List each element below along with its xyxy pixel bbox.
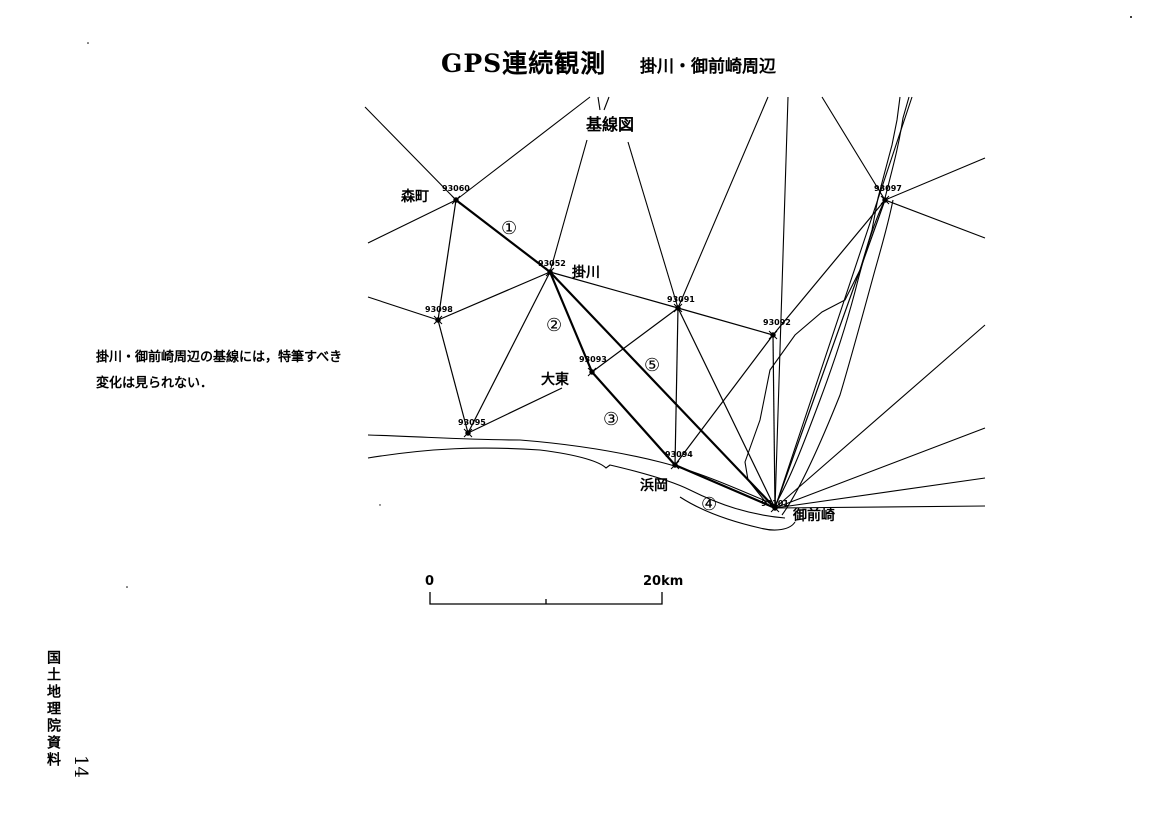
station-id: 93093: [579, 355, 607, 364]
station-id: 93052: [538, 259, 566, 268]
baseline-number: ⑤: [644, 355, 660, 376]
baseline-lines: [437, 199, 886, 509]
note-line: 掛川・御前崎周辺の基線には，特筆すべき: [96, 350, 343, 365]
station-id: 93095: [458, 418, 486, 427]
map-label: 基線図: [585, 115, 634, 134]
station-id: 93097: [874, 184, 902, 193]
coastline: [367, 96, 910, 531]
station-id: 93060: [442, 184, 470, 193]
numbered-baselines: [455, 199, 776, 510]
baseline-number: ④: [701, 494, 717, 515]
page-number: 14: [70, 755, 91, 778]
scale-end-label: 20km: [643, 574, 683, 589]
footer-source: 国土地理院資料: [45, 650, 61, 769]
note-line: 変化は見られない．: [96, 376, 214, 391]
page-subtitle: 掛川・御前崎周辺: [640, 57, 776, 77]
baseline-number: ③: [603, 409, 619, 430]
page-title: GPS連続観測: [441, 49, 607, 78]
station-id: 93094: [665, 450, 693, 459]
network-lines: [364, 96, 986, 509]
place-label-daito: 大東: [541, 371, 569, 388]
baseline-number: ①: [501, 218, 517, 239]
place-label-hamaoka: 浜岡: [640, 477, 668, 494]
station-markers: [433, 195, 890, 513]
station-id: 93098: [425, 305, 453, 314]
place-label-kakegawa: 掛川: [572, 264, 600, 281]
station-id: 93101: [761, 499, 789, 508]
scale-start-label: 0: [425, 574, 434, 589]
place-label-omaezaki: 御前崎: [792, 507, 835, 524]
place-label-morimachi: 森町: [401, 188, 429, 205]
station-id: 93091: [667, 295, 695, 304]
baseline-number: ②: [546, 315, 562, 336]
station-id: 93092: [763, 318, 791, 327]
scale-bar: 0 20km: [425, 574, 683, 605]
observation-note: 掛川・御前崎周辺の基線には，特筆すべき 変化は見られない．: [96, 345, 342, 397]
